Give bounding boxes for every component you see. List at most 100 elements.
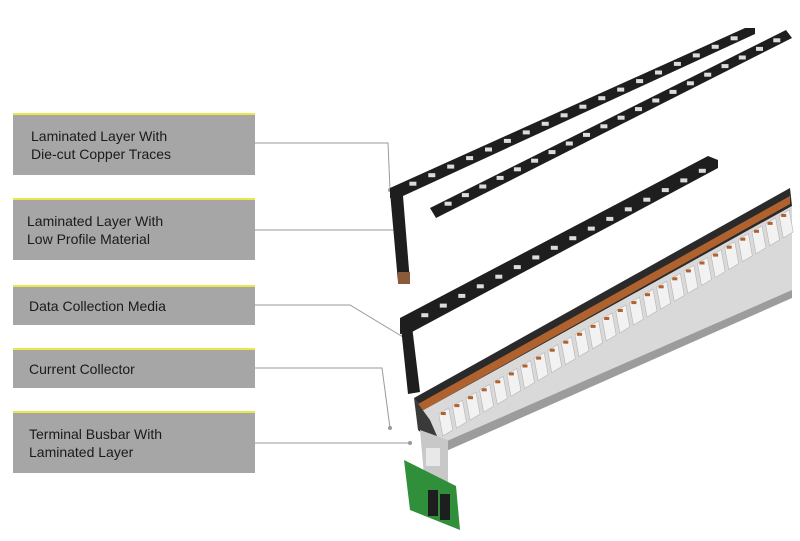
die-cut-window bbox=[496, 175, 504, 180]
copper-tab-contact bbox=[645, 293, 650, 297]
busbar-tab bbox=[561, 336, 576, 366]
die-cut-window bbox=[458, 293, 466, 298]
copper-tab-contact bbox=[495, 380, 501, 384]
flex-strip-second-body bbox=[430, 30, 792, 218]
busbar-tab bbox=[452, 399, 467, 429]
die-cut-window bbox=[550, 245, 558, 250]
copper-tab-contact bbox=[604, 317, 610, 320]
flex-strip-top-tail bbox=[390, 192, 410, 282]
busbar-tab bbox=[751, 225, 767, 255]
label-line-2: Laminated Layer bbox=[29, 444, 134, 460]
die-cut-window bbox=[439, 303, 447, 308]
die-cut-window bbox=[617, 87, 625, 92]
die-cut-window bbox=[532, 255, 540, 260]
copper-tab-contact bbox=[699, 261, 705, 265]
busbar-tab bbox=[492, 375, 508, 405]
label-data-collection-media: Data Collection Media bbox=[13, 285, 255, 325]
copper-tab-contact bbox=[522, 364, 528, 368]
terminal-bracket-slot bbox=[426, 448, 440, 466]
busbar-tab bbox=[683, 264, 699, 294]
label-line-1: Laminated Layer With bbox=[27, 213, 164, 229]
copper-tab-contact bbox=[713, 253, 719, 257]
die-cut-window bbox=[565, 141, 573, 146]
flex-strip-top-windows bbox=[409, 36, 738, 186]
die-cut-window bbox=[485, 147, 492, 152]
die-cut-window bbox=[421, 313, 429, 318]
leader-line-0 bbox=[255, 142, 391, 191]
die-cut-window bbox=[680, 178, 688, 183]
flex-strip-data bbox=[400, 156, 718, 394]
flex-strip-data-body bbox=[400, 156, 718, 334]
copper-tab-contact bbox=[754, 229, 759, 233]
label-line-1: Current Collector bbox=[29, 361, 135, 377]
leader-dot bbox=[388, 426, 392, 430]
die-cut-window bbox=[409, 181, 417, 186]
die-cut-window bbox=[583, 132, 590, 137]
busbar-tab bbox=[506, 367, 522, 397]
die-cut-window bbox=[704, 72, 712, 77]
die-cut-window bbox=[513, 265, 521, 270]
die-cut-window bbox=[560, 113, 568, 118]
busbar-tab bbox=[438, 407, 454, 437]
label-line-1: Data Collection Media bbox=[29, 298, 166, 314]
copper-tab-contact bbox=[440, 412, 446, 415]
die-cut-window bbox=[531, 158, 539, 163]
current-collector-copper bbox=[418, 196, 790, 412]
die-cut-window bbox=[738, 55, 746, 60]
flex-strip-second bbox=[430, 30, 792, 218]
die-cut-window bbox=[756, 46, 763, 51]
copper-tab-contact bbox=[549, 348, 555, 352]
busbar-edge bbox=[440, 290, 792, 452]
copper-tab-contact bbox=[536, 356, 542, 360]
die-cut-window bbox=[428, 173, 436, 178]
label-terminal-busbar: Terminal Busbar With Laminated Layer bbox=[13, 411, 255, 473]
label-line-1: Terminal Busbar With bbox=[29, 426, 163, 442]
copper-tab-contact bbox=[508, 372, 514, 376]
copper-tab-contact bbox=[563, 340, 569, 344]
flex-strip-data-tail bbox=[400, 318, 420, 394]
die-cut-window bbox=[495, 274, 503, 279]
leader-dot bbox=[408, 441, 412, 445]
die-cut-window bbox=[730, 36, 738, 41]
busbar-tab bbox=[615, 304, 631, 334]
die-cut-window bbox=[635, 107, 642, 112]
die-cut-window bbox=[624, 207, 632, 212]
copper-tab-contact bbox=[740, 237, 746, 241]
copper-tab-contact bbox=[781, 214, 787, 217]
die-cut-window bbox=[655, 70, 662, 75]
busbar-tab bbox=[738, 233, 753, 263]
copper-tab-contact bbox=[617, 309, 623, 312]
pcb-connector bbox=[440, 494, 450, 520]
die-cut-window bbox=[476, 284, 484, 289]
flex-strip-top-body bbox=[390, 28, 755, 198]
die-cut-window bbox=[479, 184, 487, 189]
die-cut-window bbox=[773, 38, 781, 43]
leader-line-3 bbox=[255, 367, 391, 429]
die-cut-window bbox=[643, 197, 651, 202]
copper-tab-contact bbox=[481, 388, 487, 392]
copper-tab-contact bbox=[767, 221, 773, 225]
terminal-busbar bbox=[404, 430, 460, 530]
die-cut-window bbox=[698, 168, 706, 173]
busbar-tab bbox=[574, 328, 590, 358]
label-laminated-copper-traces: Laminated Layer With Die-cut Copper Trac… bbox=[13, 113, 255, 175]
die-cut-window bbox=[569, 236, 577, 241]
die-cut-window bbox=[522, 130, 530, 135]
label-current-collector: Current Collector bbox=[13, 348, 255, 388]
copper-tab-contact bbox=[454, 404, 460, 408]
die-cut-window bbox=[579, 104, 587, 109]
flex-strip-data-windows bbox=[421, 168, 706, 318]
flex-strip-top bbox=[390, 28, 755, 284]
copper-tab-contact bbox=[577, 332, 582, 336]
copper-tab-contact bbox=[590, 324, 596, 328]
label-line-2: Die-cut Copper Traces bbox=[31, 146, 172, 162]
die-cut-window bbox=[652, 98, 660, 103]
die-cut-window bbox=[600, 124, 608, 129]
die-cut-window bbox=[669, 89, 677, 94]
die-cut-window bbox=[606, 216, 614, 221]
label-line-2: Low Profile Material bbox=[27, 231, 150, 247]
flex-strip-top-connector bbox=[398, 272, 410, 284]
die-cut-window bbox=[636, 79, 644, 84]
die-cut-window bbox=[548, 150, 556, 155]
